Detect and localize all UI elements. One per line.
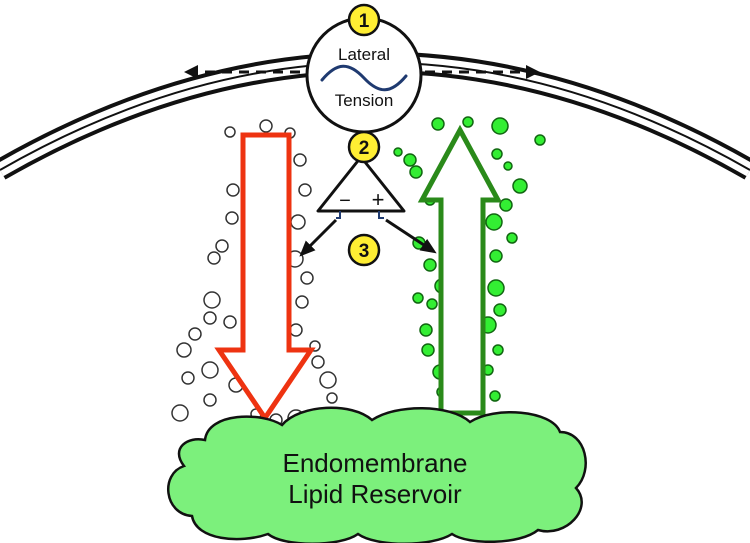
tension-sensor: Lateral Tension bbox=[305, 16, 423, 134]
step-marker-3: 3 bbox=[347, 233, 381, 267]
white-vesicles bbox=[171, 119, 338, 427]
vesicle bbox=[176, 342, 192, 358]
vesicle bbox=[506, 232, 518, 244]
vesicle bbox=[311, 355, 325, 369]
vesicle bbox=[423, 258, 437, 272]
vesicle bbox=[226, 183, 240, 197]
svg-text:3: 3 bbox=[359, 241, 370, 262]
vesicle bbox=[503, 161, 513, 171]
comparator: − + bbox=[316, 155, 406, 219]
vesicle bbox=[487, 279, 505, 297]
svg-text:1: 1 bbox=[359, 11, 370, 32]
svg-text:2: 2 bbox=[359, 138, 370, 159]
vesicle bbox=[419, 323, 433, 337]
reservoir-label-line2: Lipid Reservoir bbox=[288, 479, 462, 509]
vesicle bbox=[534, 134, 546, 146]
comparator-output-arrows bbox=[299, 218, 437, 257]
vesicle bbox=[215, 239, 229, 253]
vesicle bbox=[492, 344, 504, 356]
vesicle bbox=[203, 393, 217, 407]
step-marker-2: 2 bbox=[347, 130, 381, 164]
vesicle bbox=[290, 214, 306, 230]
endocytosis-arrow bbox=[214, 132, 316, 423]
vesicle bbox=[489, 249, 503, 263]
vesicle bbox=[181, 371, 195, 385]
vesicle bbox=[203, 311, 217, 325]
vesicle bbox=[512, 178, 528, 194]
vesicle bbox=[203, 291, 221, 309]
vesicle bbox=[431, 117, 445, 131]
vesicle bbox=[491, 117, 509, 135]
comparator-minus-sign: − bbox=[339, 190, 351, 212]
vesicle bbox=[326, 392, 338, 404]
vesicle bbox=[295, 295, 309, 309]
vesicle bbox=[201, 361, 219, 379]
vesicle bbox=[493, 303, 507, 317]
vesicle bbox=[224, 126, 236, 138]
vesicle bbox=[289, 323, 303, 337]
vesicle bbox=[223, 315, 237, 329]
sensor-label-lateral: Lateral bbox=[338, 45, 390, 64]
step-marker-1: 1 bbox=[347, 3, 381, 37]
vesicle bbox=[293, 153, 307, 167]
vesicle bbox=[319, 371, 337, 389]
vesicle bbox=[225, 211, 239, 225]
vesicle bbox=[259, 119, 273, 133]
vesicle bbox=[489, 390, 501, 402]
vesicle bbox=[300, 271, 314, 285]
tension-wave-icon bbox=[320, 64, 408, 92]
vesicle bbox=[207, 251, 221, 265]
vesicle bbox=[188, 327, 202, 341]
vesicle bbox=[412, 292, 424, 304]
vesicle bbox=[499, 198, 513, 212]
vesicle bbox=[403, 153, 417, 167]
sensor-label-tension: Tension bbox=[335, 91, 394, 110]
vesicle bbox=[491, 148, 503, 160]
vesicle bbox=[426, 298, 438, 310]
vesicle bbox=[462, 116, 474, 128]
exocytosis-arrow bbox=[417, 124, 503, 416]
vesicle bbox=[421, 343, 435, 357]
vesicle bbox=[298, 183, 312, 197]
comparator-plus-sign: + bbox=[372, 187, 385, 212]
vesicle bbox=[393, 147, 403, 157]
lipid-reservoir: Endomembrane Lipid Reservoir bbox=[167, 406, 587, 543]
vesicle bbox=[409, 165, 423, 179]
vesicle bbox=[485, 213, 503, 231]
vesicle bbox=[171, 404, 189, 422]
reservoir-label-line1: Endomembrane bbox=[283, 448, 468, 478]
